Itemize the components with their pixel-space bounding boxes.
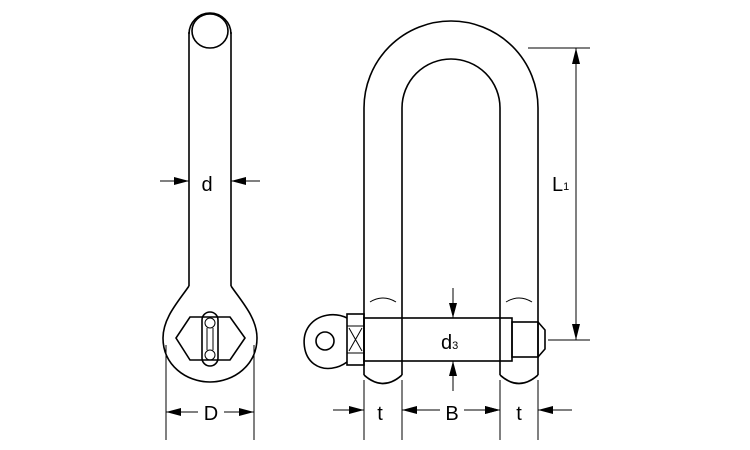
- label-L1: L1: [552, 174, 569, 196]
- dim-L1-label-bg: [550, 170, 574, 196]
- side-pin-hole-bottom: [204, 349, 216, 361]
- side-pin-hole-top: [204, 317, 216, 329]
- dim-B-label-bg: [440, 398, 464, 422]
- side-nut-hex: [175, 316, 246, 361]
- front-right-leg-bottom: [499, 374, 539, 385]
- dim-D-arrow-right: [239, 408, 254, 416]
- front-pin-head-hex: [346, 313, 365, 366]
- side-top-end-face: [191, 13, 229, 49]
- dim-d3-arrow-top: [449, 303, 457, 318]
- dim-d-arrow-left: [174, 177, 189, 185]
- front-body-outer: [363, 20, 539, 375]
- label-B: B: [445, 403, 458, 425]
- front-left-leg-bottom: [363, 374, 403, 385]
- side-top-cap: [188, 12, 232, 35]
- front-pin-thread: [511, 321, 539, 358]
- dim-D-arrow-left: [166, 408, 181, 416]
- front-left-hole-arc: [369, 297, 397, 303]
- front-pin-eye-hole: [315, 331, 335, 351]
- front-view: L1 d3 t B t: [303, 20, 590, 440]
- front-pin-body: [363, 317, 513, 362]
- dim-t-right-arrow-a: [485, 406, 500, 414]
- label-t-right: t: [516, 403, 522, 425]
- front-pin-chamfer: [537, 321, 546, 358]
- front-right-hole-arc: [505, 297, 533, 303]
- dim-L1-arrow-top: [572, 48, 580, 64]
- label-d3: d3: [441, 332, 458, 354]
- label-d: d: [201, 174, 212, 196]
- side-pin-slot: [201, 311, 219, 367]
- front-hex-cross-2: [348, 327, 363, 352]
- dim-t-right-arrow-b: [538, 406, 553, 414]
- front-pin-eye-outline: [303, 313, 348, 370]
- dim-D-label-bg: [198, 400, 224, 424]
- dim-t-left-arrow-a: [349, 406, 364, 414]
- label-t-left: t: [377, 403, 383, 425]
- side-view: d D: [160, 12, 260, 440]
- label-D: D: [204, 403, 218, 425]
- dim-d-arrow-right: [231, 177, 246, 185]
- dim-L1-arrow-bottom: [572, 324, 580, 340]
- dim-d3-arrow-bottom: [449, 361, 457, 376]
- front-body-inner: [401, 58, 501, 375]
- side-eye-outline: [162, 285, 258, 383]
